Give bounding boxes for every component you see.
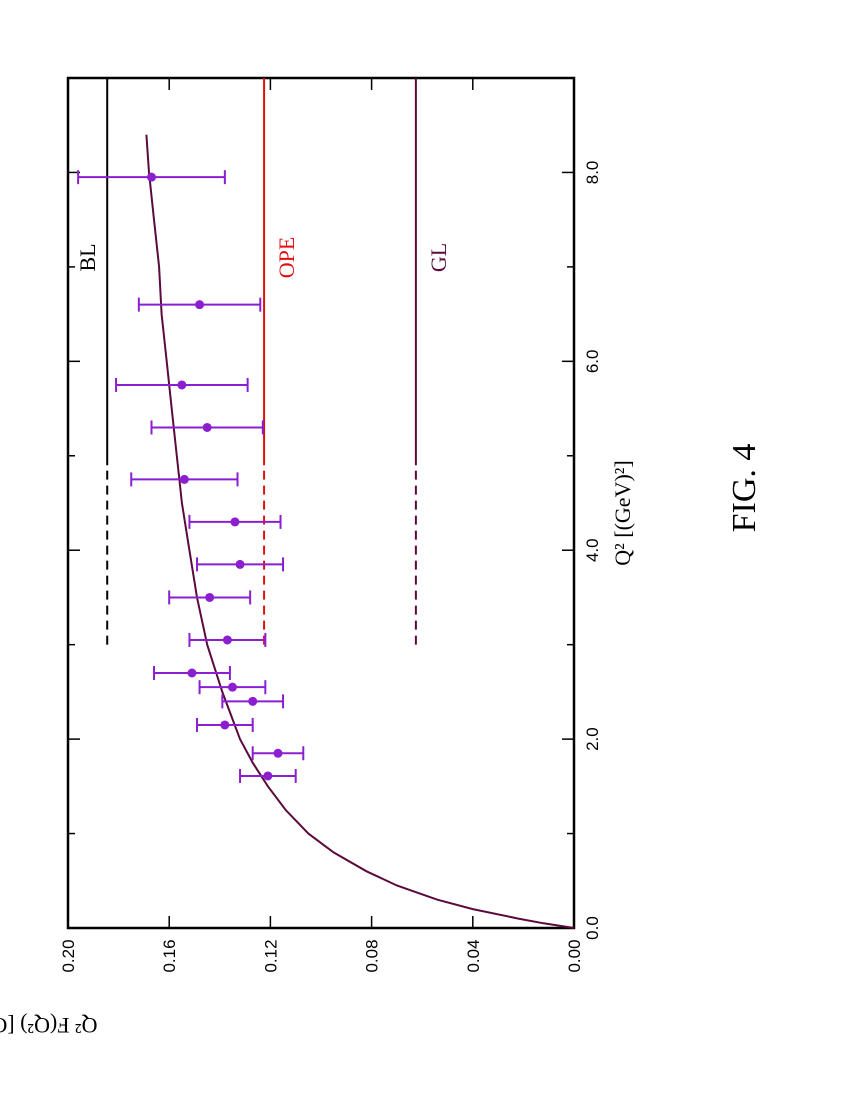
- data-point: [177, 380, 187, 390]
- reference-line-label: BL: [75, 243, 100, 271]
- data-point: [195, 300, 205, 310]
- data-point: [187, 668, 197, 678]
- plot-frame: [66, 76, 576, 930]
- data-point: [235, 559, 245, 569]
- y-tick-label: 0.12: [261, 939, 280, 972]
- data-point: [263, 771, 273, 781]
- data-point: [205, 592, 215, 602]
- x-tick-label: 2.0: [583, 727, 602, 751]
- data-point: [248, 696, 258, 706]
- data-point: [146, 172, 156, 182]
- fit-curve: [145, 134, 575, 929]
- x-axis-label: Q² [(GeV)²]: [610, 460, 635, 565]
- x-tick-label: 4.0: [583, 538, 602, 562]
- reference-line-label: GL: [426, 243, 451, 272]
- figure-caption: FIG. 4: [726, 444, 763, 533]
- y-tick-label: 0.20: [59, 939, 78, 972]
- data-point: [222, 635, 232, 645]
- y-tick-label: 0.00: [565, 939, 584, 972]
- data-point: [202, 422, 212, 432]
- y-axis-label: Q² F(Q²) [GeV]: [0, 1013, 98, 1038]
- data-point: [179, 474, 189, 484]
- y-tick-label: 0.08: [363, 939, 382, 972]
- x-tick-label: 6.0: [583, 350, 602, 374]
- x-tick-label: 8.0: [583, 161, 602, 185]
- plot-area: 0.02.04.06.08.00.000.040.080.120.160.20Q…: [0, 76, 635, 1038]
- reference-line-label: OPE: [274, 237, 299, 279]
- x-tick-label: 0.0: [583, 916, 602, 940]
- y-tick-label: 0.04: [464, 939, 483, 972]
- data-point: [227, 682, 237, 692]
- data-point: [273, 748, 283, 758]
- y-tick-label: 0.16: [160, 939, 179, 972]
- data-point: [220, 720, 230, 730]
- data-point: [230, 517, 240, 527]
